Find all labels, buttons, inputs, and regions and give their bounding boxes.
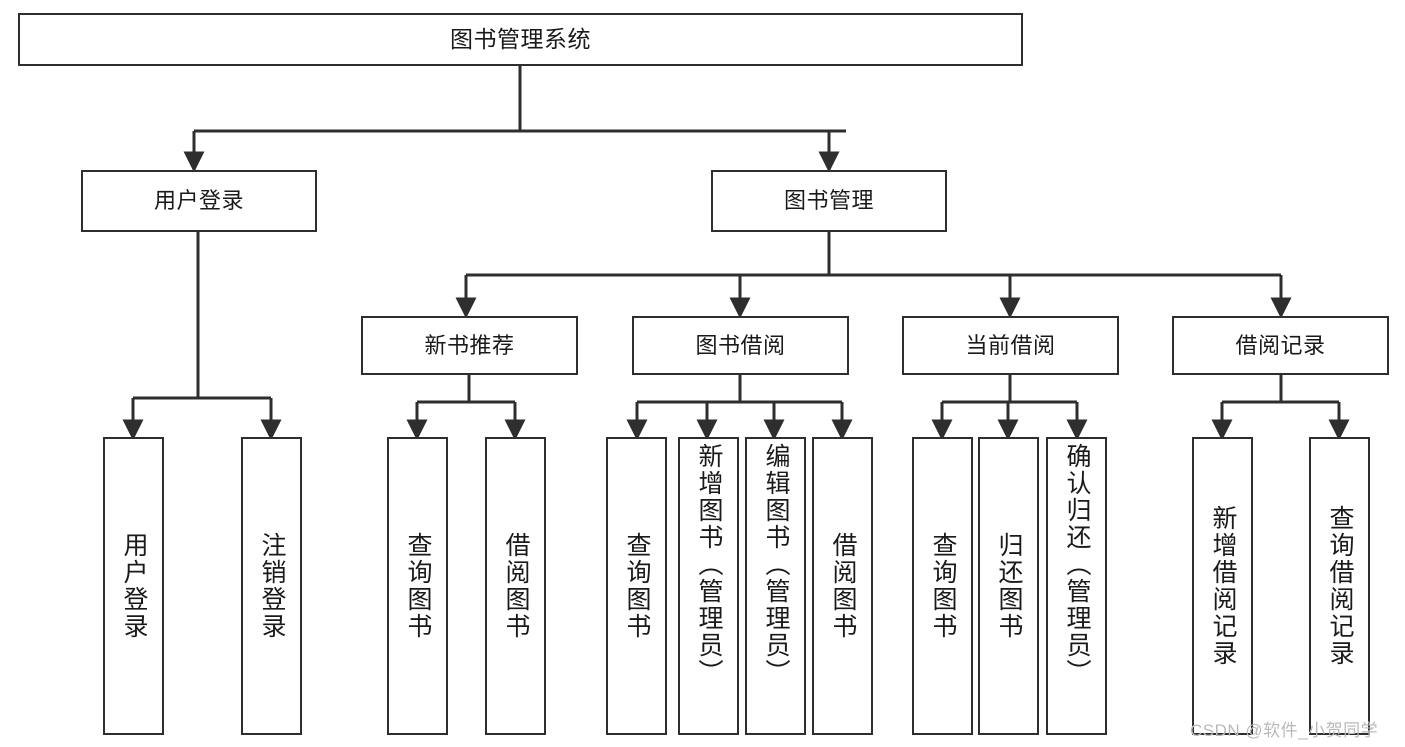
node-book-manage[interactable]: 图书管理: [711, 170, 947, 232]
node-current-borrow-label: 当前借阅: [965, 332, 1056, 358]
leaf-query-book-2[interactable]: 查询图书: [606, 437, 667, 735]
node-book-borrow-label: 图书借阅: [695, 332, 786, 358]
leaf-user-login[interactable]: 用户登录: [103, 437, 164, 735]
node-root-label: 图书管理系统: [450, 25, 591, 52]
node-book-manage-label: 图书管理: [783, 188, 874, 214]
leaf-edit-book-label: 编辑图书（管理员）: [762, 443, 790, 686]
leaf-borrow-book-1[interactable]: 借阅图书: [485, 437, 546, 735]
leaf-query-record-label: 查询借阅记录: [1326, 505, 1354, 667]
node-current-borrow[interactable]: 当前借阅: [902, 316, 1119, 375]
leaf-add-book[interactable]: 新增图书（管理员）: [678, 437, 739, 735]
leaf-add-book-label: 新增图书（管理员）: [695, 443, 723, 686]
leaf-borrow-book-2-label: 借阅图书: [829, 532, 857, 640]
leaf-borrow-book-2[interactable]: 借阅图书: [812, 437, 873, 735]
node-borrow-record[interactable]: 借阅记录: [1172, 316, 1389, 375]
leaf-query-book-3-label: 查询图书: [929, 532, 957, 640]
leaf-return-book[interactable]: 归还图书: [978, 437, 1039, 735]
node-borrow-record-label: 借阅记录: [1235, 332, 1326, 358]
leaf-user-login-label: 用户登录: [120, 532, 148, 640]
node-new-book-recommend[interactable]: 新书推荐: [361, 316, 578, 375]
leaf-add-record[interactable]: 新增借阅记录: [1192, 437, 1253, 735]
leaf-confirm-return-label: 确认归还（管理员）: [1063, 443, 1091, 686]
leaf-borrow-book-1-label: 借阅图书: [502, 532, 530, 640]
csdn-watermark: CSDN @软件_小贺同学: [1190, 721, 1379, 740]
leaf-add-record-label: 新增借阅记录: [1209, 505, 1237, 667]
node-user-login[interactable]: 用户登录: [81, 170, 317, 232]
leaf-edit-book[interactable]: 编辑图书（管理员）: [745, 437, 806, 735]
leaf-query-book-1[interactable]: 查询图书: [387, 437, 448, 735]
leaf-query-book-3[interactable]: 查询图书: [912, 437, 973, 735]
leaf-query-book-1-label: 查询图书: [404, 532, 432, 640]
leaf-query-record[interactable]: 查询借阅记录: [1309, 437, 1370, 735]
leaf-return-book-label: 归还图书: [995, 532, 1023, 640]
leaf-logout-label: 注销登录: [258, 532, 286, 640]
leaf-confirm-return[interactable]: 确认归还（管理员）: [1046, 437, 1107, 735]
leaf-logout[interactable]: 注销登录: [241, 437, 302, 735]
node-root[interactable]: 图书管理系统: [18, 13, 1023, 66]
leaf-query-book-2-label: 查询图书: [623, 532, 651, 640]
node-book-borrow[interactable]: 图书借阅: [632, 316, 849, 375]
node-user-login-label: 用户登录: [153, 188, 244, 214]
node-new-book-recommend-label: 新书推荐: [424, 332, 515, 358]
